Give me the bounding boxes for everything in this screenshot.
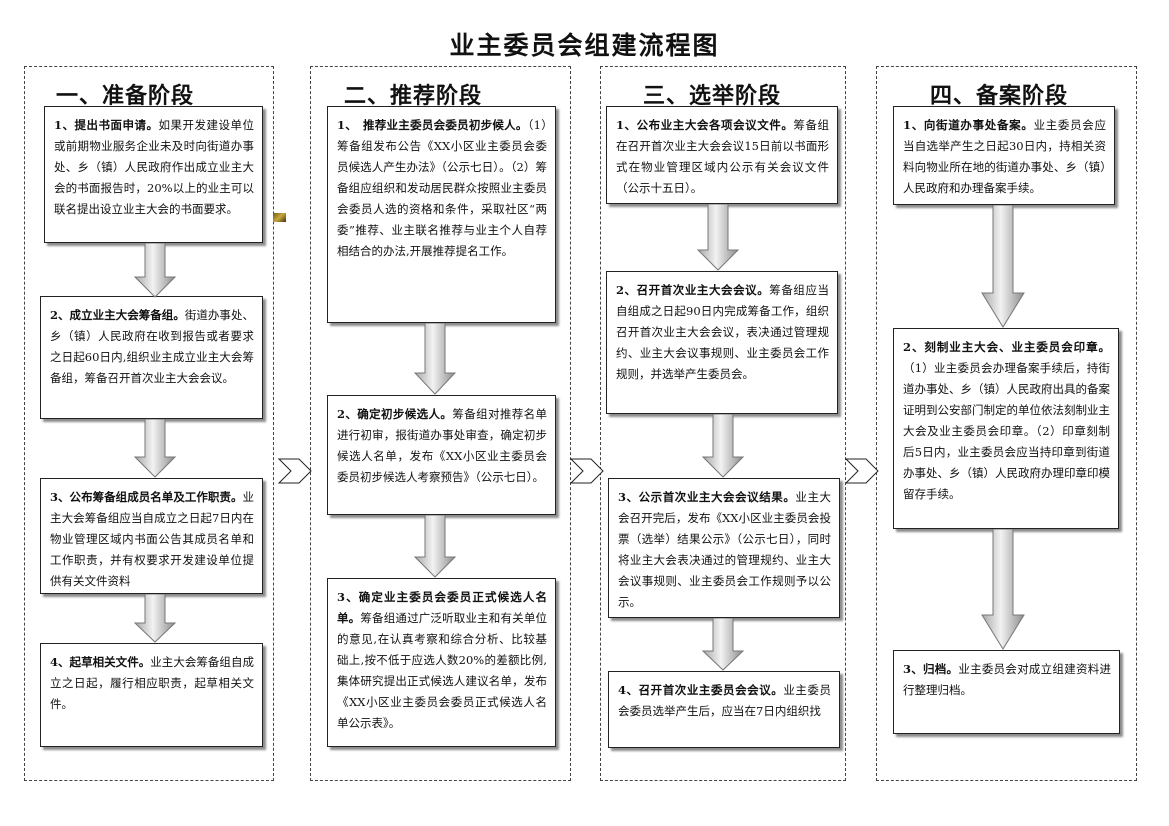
step-body: 筹备组对推荐名单进行初审，报街道办事处审查，确定初步候选人名单，发布《XX小区业…	[337, 407, 547, 484]
step-heading: 2、刻制业主大会、业主委员会印章。	[903, 340, 1110, 354]
down-arrow-icon	[134, 419, 176, 478]
step-heading: 3、确定业主委员会委员正式候选人名单。	[337, 590, 547, 625]
down-arrow-icon	[981, 529, 1025, 650]
step-heading: 1、公布业主大会各项会议文件。	[616, 118, 794, 132]
stage-column-1	[24, 66, 274, 781]
stage-title-1: 一、准备阶段	[56, 84, 195, 109]
stage-column-4	[876, 66, 1137, 781]
step-box: 2、刻制业主大会、业主委员会印章。 （1）业主委员会办理备案手续后，持街道办事处、…	[893, 328, 1119, 529]
step-heading: 3、归档。	[903, 662, 959, 676]
stage-title-4: 四、备案阶段	[930, 84, 1069, 109]
step-box: 1、提出书面申请。如果开发建设单位或前期物业服务企业未及时向街道办事处、乡（镇）…	[44, 106, 263, 243]
down-arrow-icon	[981, 205, 1025, 328]
step-heading: 1、向街道办事处备案。	[903, 118, 1034, 132]
diagram-title: 业主委员会组建流程图	[449, 31, 720, 60]
stage-title-2: 二、推荐阶段	[344, 84, 483, 109]
step-heading: 2、召开首次业主大会会议。	[616, 283, 770, 297]
step-body: 业主委员会对成立组建资料进行整理归档。	[903, 662, 1111, 697]
stage-title-3: 三、选举阶段	[643, 84, 782, 109]
step-body: 筹备组应当自组成之日起90日内完成筹备工作，组织召开首次业主大会会议，表决通过管…	[616, 283, 829, 381]
step-body: 业主大会筹备组自成立之日起，履行相应职责，起草相关文件。	[50, 655, 254, 711]
stage-column-3	[600, 66, 846, 781]
step-box: 2、成立业主大会筹备组。街道办事处、乡（镇）人民政府在收到报告或者要求之日起60…	[40, 296, 263, 419]
step-box: 4、召开首次业主委员会会议。业主委员会委员选举产生后，应当在7日内组织找	[608, 671, 840, 748]
step-box: 3、公布筹备组成员名单及工作职责。业主大会筹备组应当自成立之日起7日内在物业管理…	[40, 478, 263, 594]
step-heading: 4、召开首次业主委员会会议。	[618, 683, 784, 697]
chevron-right-icon	[278, 458, 312, 484]
embedded-object-icon	[273, 213, 286, 222]
down-arrow-icon	[414, 323, 456, 395]
down-arrow-icon	[697, 204, 739, 271]
chevron-right-icon	[845, 458, 879, 484]
down-arrow-icon	[702, 618, 744, 671]
step-body: 筹备组在召开首次业主大会会议15日前以书面形式在物业管理区域内公示有关会议文件（…	[616, 118, 830, 195]
down-arrow-icon	[414, 515, 456, 578]
step-heading: 1、提出书面申请。	[54, 118, 159, 132]
step-box: 3、确定业主委员会委员正式候选人名单。筹备组通过广泛听取业主和有关单位的意见,在…	[327, 578, 556, 747]
step-box: 2、召开首次业主大会会议。筹备组应当自组成之日起90日内完成筹备工作，组织召开首…	[606, 271, 838, 414]
step-body: 业主大会召开完后，发布《XX小区业主委员会投票（选举）结果公示》（公示七日），同…	[618, 490, 832, 609]
down-arrow-icon	[134, 243, 176, 298]
step-box: 1、向街道办事处备案。业主委员会应当自选举产生之日起30日内，持相关资料向物业所…	[893, 106, 1115, 205]
step-box: 4、起草相关文件。业主大会筹备组自成立之日起，履行相应职责，起草相关文件。	[40, 643, 263, 747]
step-body: 业主大会筹备组应当自成立之日起7日内在物业管理区域内书面公告其成员名单和工作职责…	[50, 490, 254, 588]
step-body: 筹备组通过广泛听取业主和有关单位的意见,在认真考察和综合分析、比较基础上,按不低…	[337, 611, 548, 730]
step-body: （1）筹备组发布公告《XX小区业主委员会委员候选人产生办法》（公示七日）。（2）…	[337, 118, 547, 258]
down-arrow-icon	[134, 594, 176, 643]
step-box: 1、公布业主大会各项会议文件。筹备组在召开首次业主大会会议15日前以书面形式在物…	[606, 106, 838, 204]
step-box: 1、 推荐业主委员会委员初步候人。（1）筹备组发布公告《XX小区业主委员会委员候…	[327, 106, 556, 323]
step-body: 业主委员会应当自选举产生之日起30日内，持相关资料向物业所在地的街道办事处、乡（…	[903, 118, 1106, 195]
step-heading: 3、公示首次业主大会会议结果。	[618, 490, 796, 504]
step-heading: 2、确定初步候选人。	[337, 407, 453, 421]
step-body: 如果开发建设单位或前期物业服务企业未及时向街道办事处、乡（镇）人民政府作出成立业…	[54, 118, 254, 216]
step-box: 3、归档。业主委员会对成立组建资料进行整理归档。	[893, 650, 1120, 734]
step-heading: 4、起草相关文件。	[50, 655, 151, 669]
step-heading: 1、 推荐业主委员会委员初步候人。	[337, 118, 528, 132]
step-box: 3、公示首次业主大会会议结果。业主大会召开完后，发布《XX小区业主委员会投票（选…	[608, 478, 840, 618]
step-heading: 3、公布筹备组成员名单及工作职责。	[50, 490, 243, 504]
step-heading: 2、成立业主大会筹备组。	[50, 308, 185, 322]
step-box: 2、确定初步候选人。筹备组对推荐名单进行初审，报街道办事处审查，确定初步候选人名…	[327, 395, 556, 515]
chevron-right-icon	[570, 458, 604, 484]
step-body: 业主委员会委员选举产生后，应当在7日内组织找	[618, 683, 831, 718]
down-arrow-icon	[702, 414, 744, 478]
step-body: 街道办事处、乡（镇）人民政府在收到报告或者要求之日起60日内,组织业主成立业主大…	[50, 308, 254, 385]
step-body: （1）业主委员会办理备案手续后，持街道办事处、乡（镇）人民政府出具的备案证明到公…	[903, 361, 1110, 501]
stage-column-2	[310, 66, 571, 781]
